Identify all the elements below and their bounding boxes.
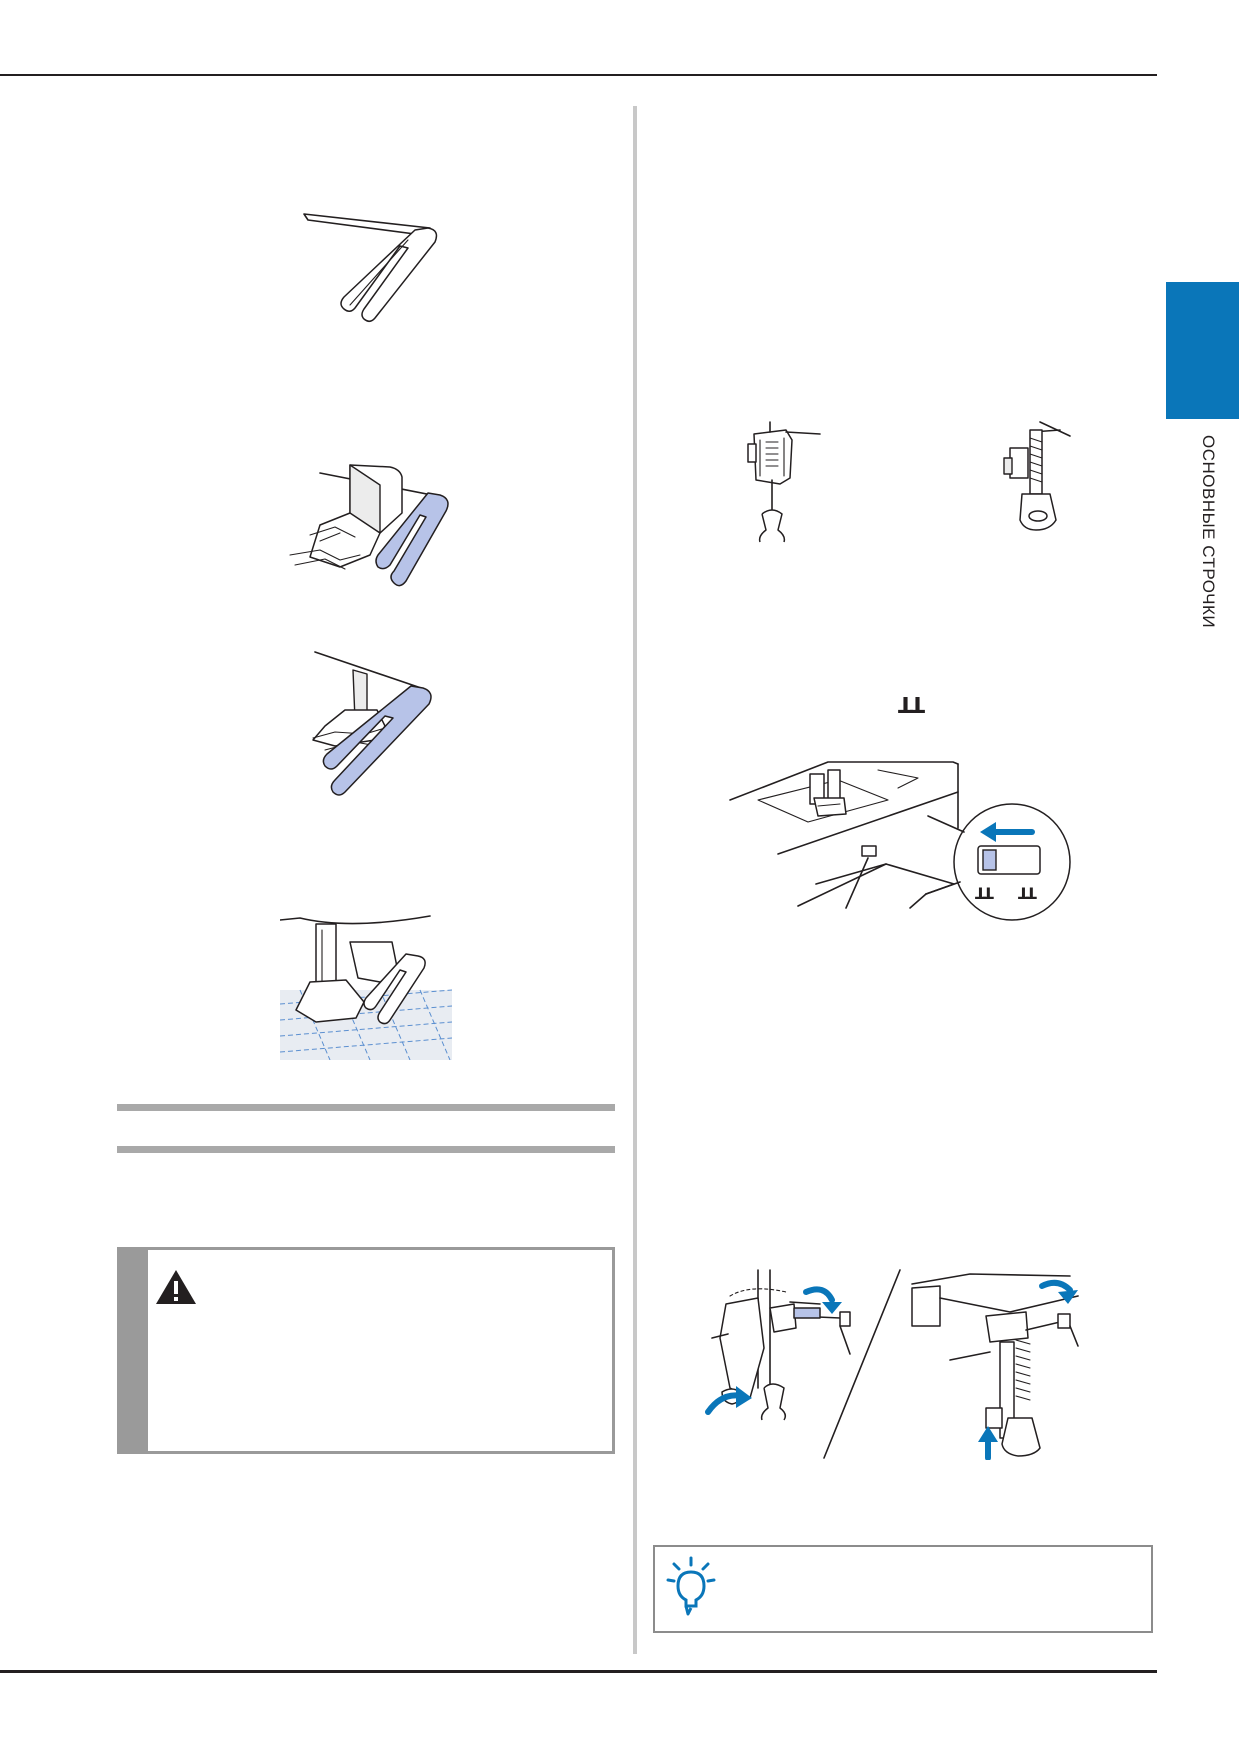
footer-rule [0,1670,1157,1673]
attach-foot-holder-illustration [705,1269,1079,1460]
chapter-tab[interactable] [1166,282,1239,419]
feed-dog-switch-illustration: ꓕꓕ ꓕꓕ [729,761,1071,921]
column-divider [633,106,637,1654]
warning-triangle-icon [156,1270,196,1304]
sewing-with-guide-illustration [280,915,452,1060]
warning-box-strip [117,1247,148,1454]
header-rule [0,74,1157,76]
presser-foot-right-illustration [1003,421,1071,531]
quilting-guide-illustration [303,213,438,322]
walking-foot-guide-illustration [289,464,449,587]
zigzag-foot-guide-illustration [312,651,432,796]
chapter-tab-label: ОСНОВНЫЕ СТРОЧКИ [1199,435,1218,629]
section-heading-bar-bottom [117,1146,615,1153]
section-heading-bar-top [117,1104,615,1111]
presser-foot-left-illustration [747,421,821,543]
lightbulb-icon [666,1556,716,1616]
feed-dog-symbol: ꓕꓕ [898,694,925,719]
note-box [653,1545,1153,1633]
